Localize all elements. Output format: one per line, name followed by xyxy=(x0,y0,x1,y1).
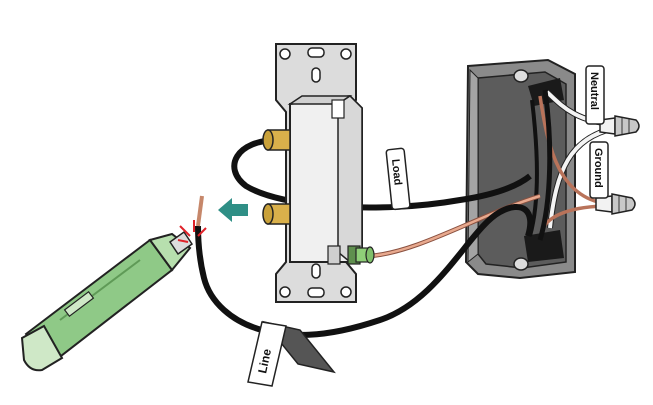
direction-arrow-icon xyxy=(218,198,248,222)
neutral-wire-nut xyxy=(599,115,640,137)
ground-wire-to-switch xyxy=(369,193,541,259)
ground-label: Ground xyxy=(589,141,609,199)
load-label-text: Load xyxy=(389,158,404,185)
load-terminal-screw xyxy=(262,129,291,151)
spark-icon xyxy=(177,220,207,243)
ground-label-text: Ground xyxy=(592,148,604,188)
line-label: Line xyxy=(247,320,336,387)
neutral-label: Neutral xyxy=(585,65,605,125)
ground-terminal-screw xyxy=(347,245,375,265)
line-wire xyxy=(195,195,534,338)
neutral-label-text: Neutral xyxy=(588,72,600,110)
ground-wire-nut xyxy=(595,193,636,215)
line-terminal-screw xyxy=(262,203,291,225)
line-label-text: Line xyxy=(255,347,274,374)
load-label: Load xyxy=(385,147,411,211)
voltage-tester xyxy=(20,230,194,372)
